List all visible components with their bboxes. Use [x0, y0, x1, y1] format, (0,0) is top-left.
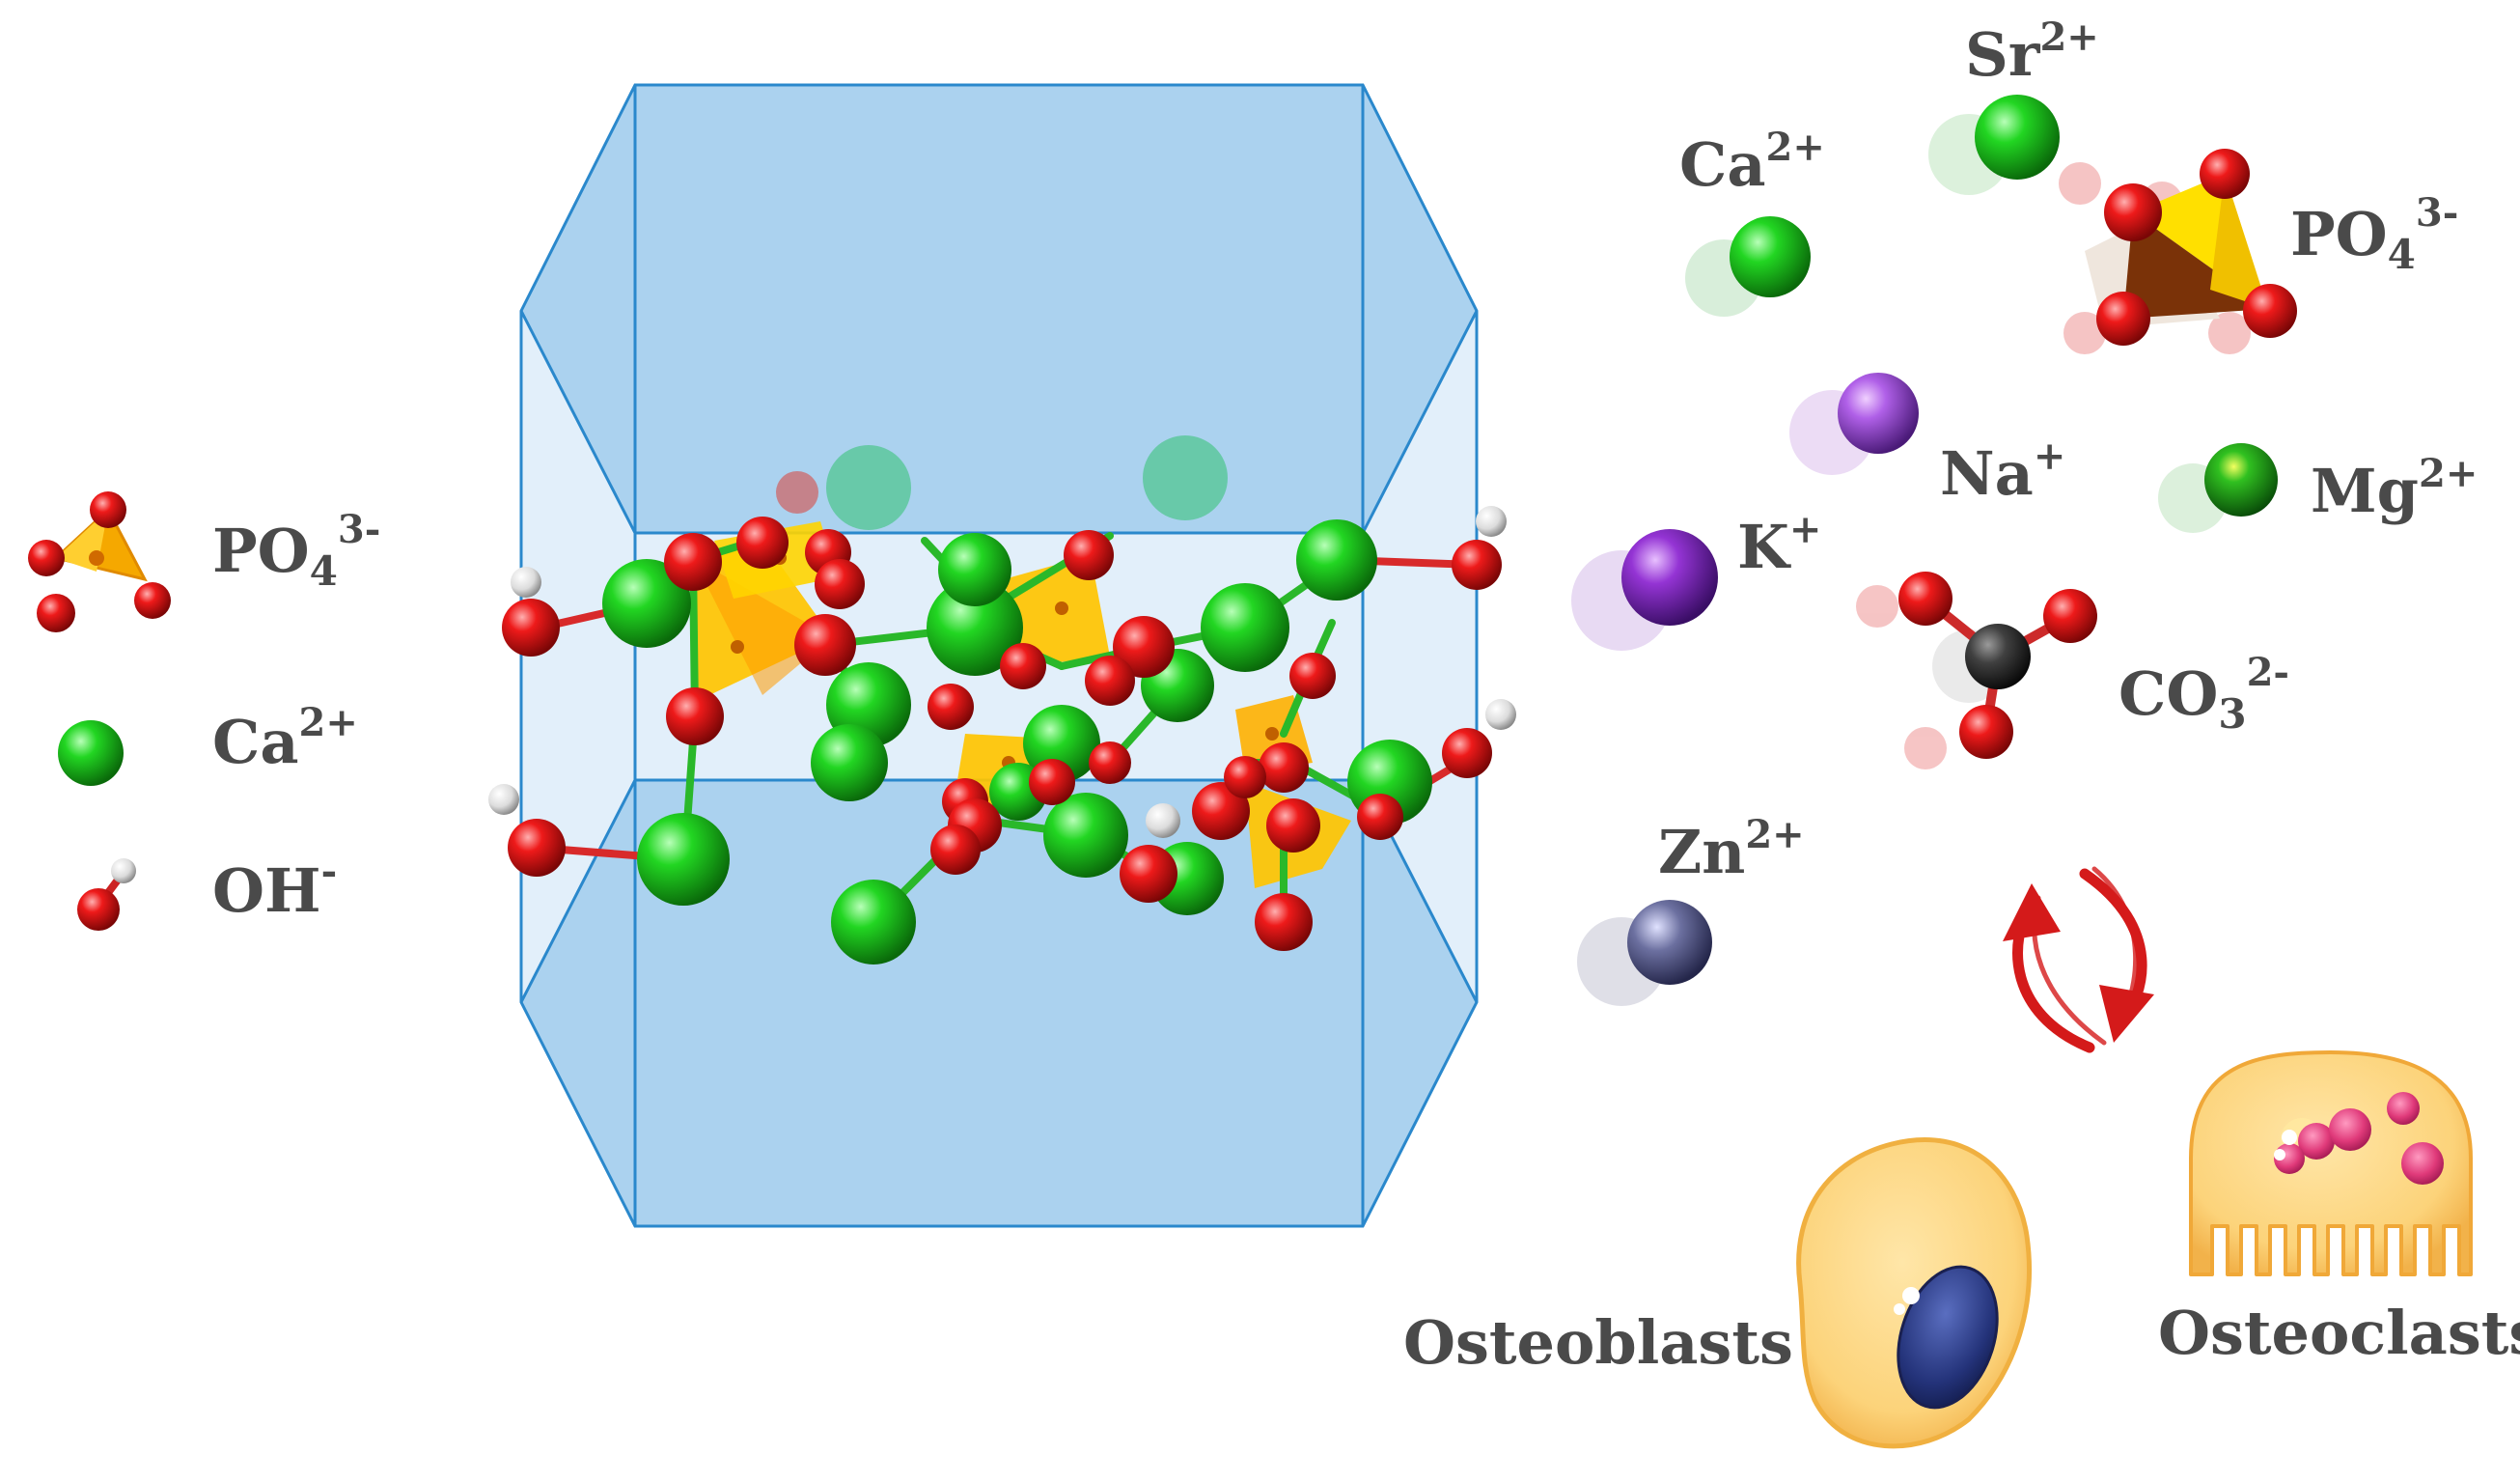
zinc-atom — [1627, 900, 1712, 985]
osteoblast-cell — [1796, 1137, 2032, 1449]
ion-zn-label: Zn2+ — [1658, 812, 1805, 887]
ion-po4-label: PO43- — [2290, 190, 2458, 278]
osteoclast-cell — [2189, 1050, 2473, 1276]
hydrogen-atoms — [488, 506, 1516, 838]
legend-hydroxide-icon — [77, 858, 136, 931]
strontium-atom — [1975, 95, 2060, 180]
calcium-ion-atom — [1730, 216, 1811, 297]
phosphate-ion — [2059, 149, 2297, 354]
ion-ca-label: Ca2+ — [1679, 125, 1825, 200]
legend: PO43- Ca2+ OH- — [28, 491, 380, 931]
legend-phosphate-icon — [28, 491, 171, 632]
ion-mg-label: Mg2+ — [2311, 451, 2478, 526]
osteoblasts-label: Osteoblasts — [1403, 1307, 1793, 1378]
ion-co3-label: CO32- — [2118, 650, 2289, 738]
legend-calcium-icon — [58, 720, 124, 786]
legend-calcium-label: Ca2+ — [212, 700, 358, 777]
ion-sr-label: Sr2+ — [1965, 14, 2099, 90]
ion-na-label: Na+ — [1940, 433, 2065, 509]
ion-k-label: K+ — [1737, 507, 1821, 582]
crystal-structure — [488, 435, 1516, 965]
osteoclasts-label: Osteoclasts — [2158, 1298, 2520, 1368]
sodium-atom — [1838, 373, 1919, 454]
legend-phosphate-label: PO43- — [212, 507, 380, 595]
substituent-ions: Sr2+ Ca2+ PO43- Na+ — [1571, 14, 2478, 1006]
oxygen-atoms — [502, 517, 1502, 951]
magnesium-atom — [2204, 443, 2278, 517]
exchange-arrows — [2003, 866, 2154, 1053]
legend-hydroxide-label: OH- — [212, 849, 337, 926]
arrow-up-head — [2003, 883, 2061, 941]
carbonate-ion — [1856, 572, 2097, 769]
potassium-atom — [1621, 529, 1718, 626]
arrow-down-head — [2099, 985, 2154, 1043]
